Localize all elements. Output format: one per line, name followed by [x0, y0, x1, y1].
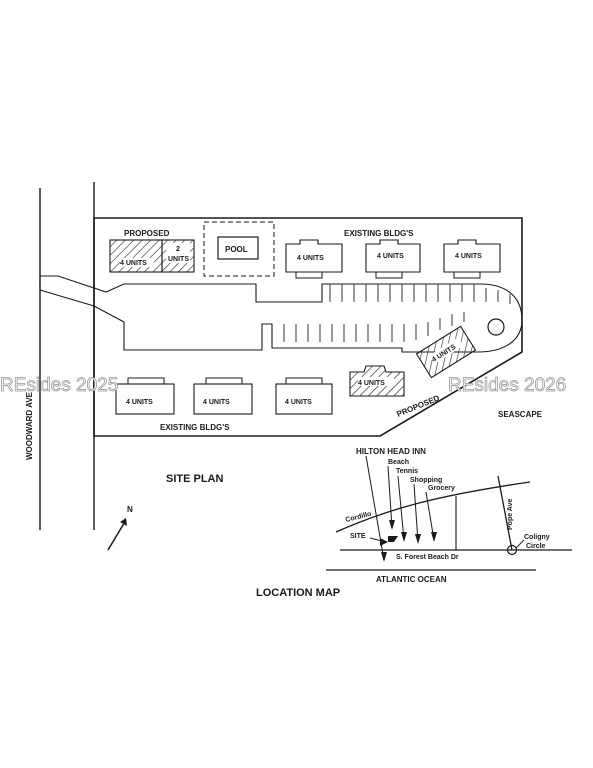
- shopping-label: Shopping: [410, 477, 442, 484]
- atlantic-ocean-label: ATLANTIC OCEAN: [376, 575, 447, 584]
- circle-label: Circle: [526, 543, 546, 550]
- woodward-ave-label: WOODWARD AVE: [25, 391, 34, 460]
- driveway-outline: [39, 275, 523, 353]
- building-label: 4 UNITS: [358, 380, 385, 387]
- north-arrow: [107, 518, 127, 551]
- watermark-left: REsides 2025: [0, 375, 118, 396]
- seascape-label: SEASCAPE: [498, 410, 543, 419]
- north-label: N: [127, 505, 133, 514]
- property-boundary: [93, 217, 523, 437]
- building-label: 4 UNITS: [455, 253, 482, 260]
- proposed-top-label: PROPOSED: [124, 229, 170, 238]
- existing-top-label: EXISTING BLDG'S: [344, 229, 414, 238]
- site-plan-title: SITE PLAN: [166, 473, 224, 485]
- cul-de-sac-circle: [487, 318, 505, 336]
- proposed-building-bottom-2: 4 UNITS: [415, 325, 477, 379]
- forest-beach-label: S. Forest Beach Dr: [396, 554, 459, 561]
- proposed-building-2-units: 2 UNITS: [161, 239, 195, 273]
- parking-stalls-top: [329, 284, 511, 304]
- building-label: 4 UNITS: [126, 399, 153, 406]
- proposed-bottom-label: PROPOSED: [395, 393, 441, 418]
- proposed-building-4-units: 4 UNITS: [109, 239, 163, 273]
- woodward-ave: [39, 182, 95, 530]
- proposed-building-bottom-1: 4 UNITS: [349, 365, 405, 397]
- location-map: [326, 455, 572, 571]
- watermark-right: REsides 2026: [448, 375, 566, 396]
- building-label: 4 UNITS: [297, 255, 324, 262]
- tennis-label: Tennis: [396, 468, 418, 475]
- existing-building-bottom-2: 4 UNITS: [193, 377, 253, 415]
- building-label-word: UNITS: [168, 256, 189, 263]
- pope-ave-label: Pope Ave: [507, 499, 514, 530]
- location-map-title: LOCATION MAP: [256, 587, 340, 599]
- existing-building-top-2: 4 UNITS: [365, 239, 421, 279]
- existing-building-top-3: 4 UNITS: [443, 239, 501, 279]
- building-label: 4 UNITS: [377, 253, 404, 260]
- building-label: 4 UNITS: [285, 399, 312, 406]
- hilton-head-inn-label: HILTON HEAD INN: [356, 447, 426, 456]
- pool: [217, 236, 259, 260]
- building-label-num: 2: [176, 246, 180, 253]
- site-label: SITE: [350, 533, 366, 540]
- parking-stalls-middle: [283, 312, 465, 342]
- existing-building-bottom-3: 4 UNITS: [275, 377, 333, 415]
- existing-building-bottom-1: 4 UNITS: [115, 377, 175, 415]
- building-label: 4 UNITS: [203, 399, 230, 406]
- pool-area: [203, 221, 275, 277]
- pool-label: POOL: [225, 245, 248, 254]
- beach-label: Beach: [388, 459, 409, 466]
- existing-bottom-label: EXISTING BLDG'S: [160, 423, 230, 432]
- grocery-label: Grocery: [428, 485, 455, 492]
- existing-building-top-1: 4 UNITS: [285, 239, 343, 279]
- coligny-label: Coligny: [524, 534, 550, 541]
- building-label: 4 UNITS: [120, 260, 147, 267]
